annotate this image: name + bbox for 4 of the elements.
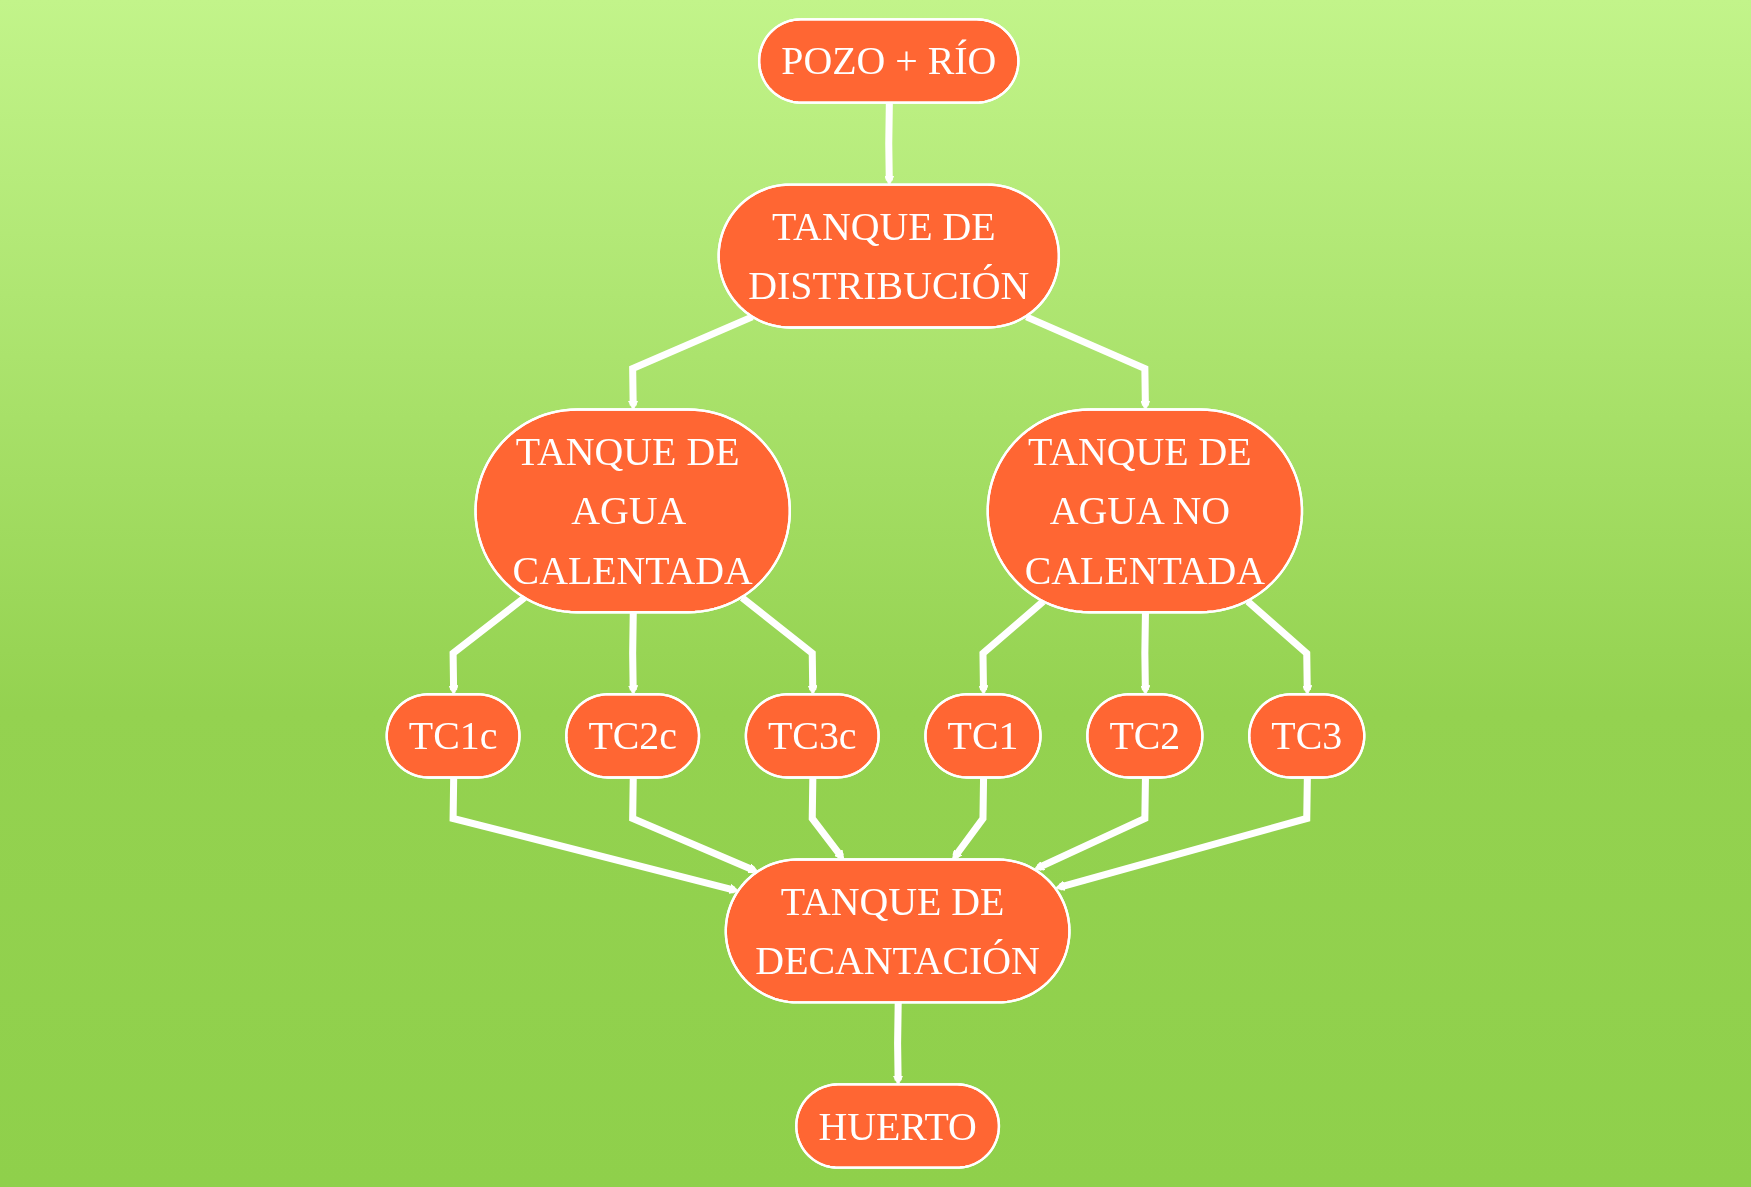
arrow (629, 778, 759, 874)
arrow (1054, 778, 1311, 891)
arrow (449, 778, 740, 894)
arrow (1033, 778, 1149, 871)
